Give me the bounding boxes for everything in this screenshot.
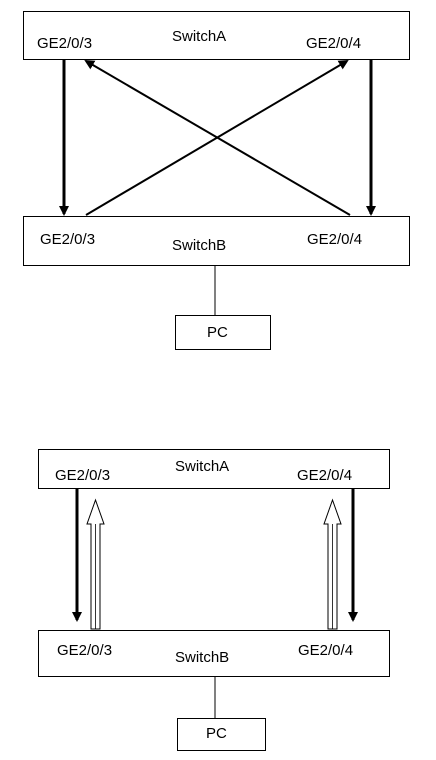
d2-link-b4-to-a4-hollow bbox=[324, 500, 341, 629]
d2-pc-label: PC bbox=[206, 726, 227, 741]
d2-switch-b-port-right: GE2/0/4 bbox=[298, 643, 353, 658]
d2-switch-a-port-right: GE2/0/4 bbox=[297, 468, 352, 483]
d2-switch-a-port-left: GE2/0/3 bbox=[55, 468, 110, 483]
d2-switch-b-name: SwitchB bbox=[175, 650, 229, 665]
d2-link-b3-to-a3-hollow bbox=[87, 500, 104, 629]
d2-switch-a-name: SwitchA bbox=[175, 459, 229, 474]
d2-switch-b-port-left: GE2/0/3 bbox=[57, 643, 112, 658]
